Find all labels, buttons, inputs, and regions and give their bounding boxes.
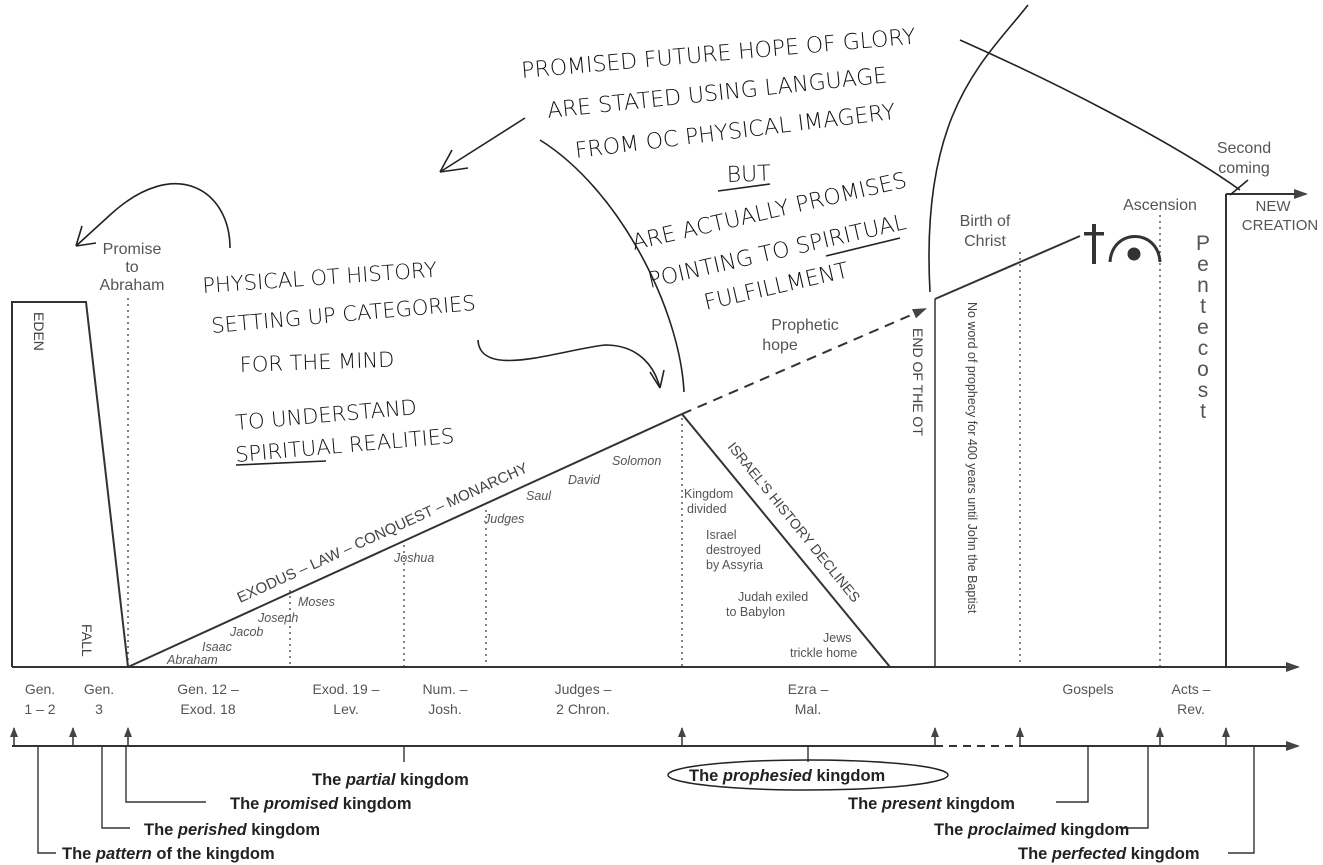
era-markers bbox=[10, 727, 1230, 746]
name-joseph: Joseph bbox=[257, 611, 298, 625]
pentecost-letter: o bbox=[1197, 358, 1209, 381]
label-silence: No word of prophecy for 400 years until … bbox=[965, 302, 979, 614]
name-abraham: Abraham bbox=[166, 653, 218, 667]
kingdom-labels: The partial kingdom The promised kingdom… bbox=[62, 767, 1200, 863]
eden-box bbox=[11, 301, 129, 668]
kingdom-prophesied: The prophesied kingdom bbox=[689, 767, 885, 785]
hand-line: SETTING UP CATEGORIES bbox=[210, 291, 476, 338]
rising-line bbox=[127, 413, 683, 668]
name-moses: Moses bbox=[298, 595, 335, 609]
prophesied-circle bbox=[667, 759, 949, 791]
hand-arrow-top bbox=[439, 117, 526, 173]
kingdom-present: The present kingdom bbox=[848, 795, 1015, 813]
label-decline: ISRAEL'S HISTORY DECLINES bbox=[725, 439, 864, 605]
hand-line: FOR THE MIND bbox=[239, 348, 394, 377]
pentecost-letter: e bbox=[1197, 316, 1209, 339]
label-eden: EDEN bbox=[31, 312, 47, 351]
name-joshua: Joshua bbox=[393, 551, 434, 565]
name-isaac: Isaac bbox=[202, 640, 233, 654]
kingdom-promised: The promised kingdom bbox=[230, 795, 412, 813]
kingdom-proclaimed: The proclaimed kingdom bbox=[934, 821, 1129, 839]
name-solomon: Solomon bbox=[612, 454, 661, 468]
hand-arrow-right bbox=[477, 339, 661, 389]
book-label: Exod. 19 –Lev. bbox=[313, 681, 380, 717]
name-david: David bbox=[568, 473, 601, 487]
kingdom-pattern: The pattern of the kingdom bbox=[62, 845, 275, 863]
era-dividers bbox=[127, 215, 1161, 667]
christ-line bbox=[934, 235, 1081, 300]
book-label: Ezra –Mal. bbox=[788, 681, 829, 717]
book-label: Acts –Rev. bbox=[1172, 681, 1211, 717]
cloud-eye-icon bbox=[1108, 235, 1162, 263]
hand-line-second-coming bbox=[959, 39, 1241, 191]
book-label: Gospels bbox=[1062, 681, 1113, 697]
hand-arrow-left bbox=[75, 183, 231, 249]
pentecost-letter: e bbox=[1197, 253, 1209, 276]
name-jacob: Jacob bbox=[229, 625, 263, 639]
book-label: Gen.3 bbox=[84, 681, 114, 717]
pentecost-letter: c bbox=[1198, 337, 1209, 360]
cross-icon bbox=[1084, 224, 1104, 264]
book-label: Gen. 12 –Exod. 18 bbox=[177, 681, 239, 717]
hand-line: BUT bbox=[726, 161, 771, 188]
kingdom-perfected: The perfected kingdom bbox=[1018, 845, 1200, 863]
pentecost-letter: P bbox=[1196, 232, 1210, 255]
label-exodus-law: EXODUS – LAW – CONQUEST – MONARCHY bbox=[235, 459, 531, 606]
book-label: Judges –2 Chron. bbox=[555, 681, 612, 717]
rising-names: Abraham Isaac Jacob Joseph Moses Joshua … bbox=[166, 454, 661, 667]
kingdom-perished: The perished kingdom bbox=[144, 821, 320, 839]
pentecost-letter: s bbox=[1198, 379, 1209, 402]
hand-line: PHYSICAL OT HISTORY bbox=[202, 258, 438, 298]
pentecost-letter: t bbox=[1200, 400, 1206, 423]
label-end-ot: END OF THE OT bbox=[910, 328, 926, 436]
name-saul: Saul bbox=[526, 489, 552, 503]
book-label: Gen.1 – 2 bbox=[24, 681, 55, 717]
diagram-structure bbox=[10, 189, 1308, 854]
decline-line bbox=[681, 413, 891, 668]
pentecost-letter: t bbox=[1200, 295, 1206, 318]
pentecost-letter: n bbox=[1197, 274, 1209, 297]
hand-arrow-to-peak bbox=[539, 139, 685, 393]
book-labels: Gen.1 – 2 Gen.3 Gen. 12 –Exod. 18 Exod. 19 … bbox=[24, 681, 1210, 717]
hand-arc bbox=[928, 4, 1029, 293]
book-label: Num. –Josh. bbox=[422, 681, 467, 717]
kingdom-brackets bbox=[37, 746, 1255, 854]
handwritten-strokes bbox=[75, 4, 1249, 791]
name-judges: Judges bbox=[483, 512, 524, 526]
label-fall: FALL bbox=[79, 624, 95, 657]
label-ascension: Ascension bbox=[1123, 197, 1197, 214]
kingdom-partial: The partial kingdom bbox=[312, 771, 469, 789]
